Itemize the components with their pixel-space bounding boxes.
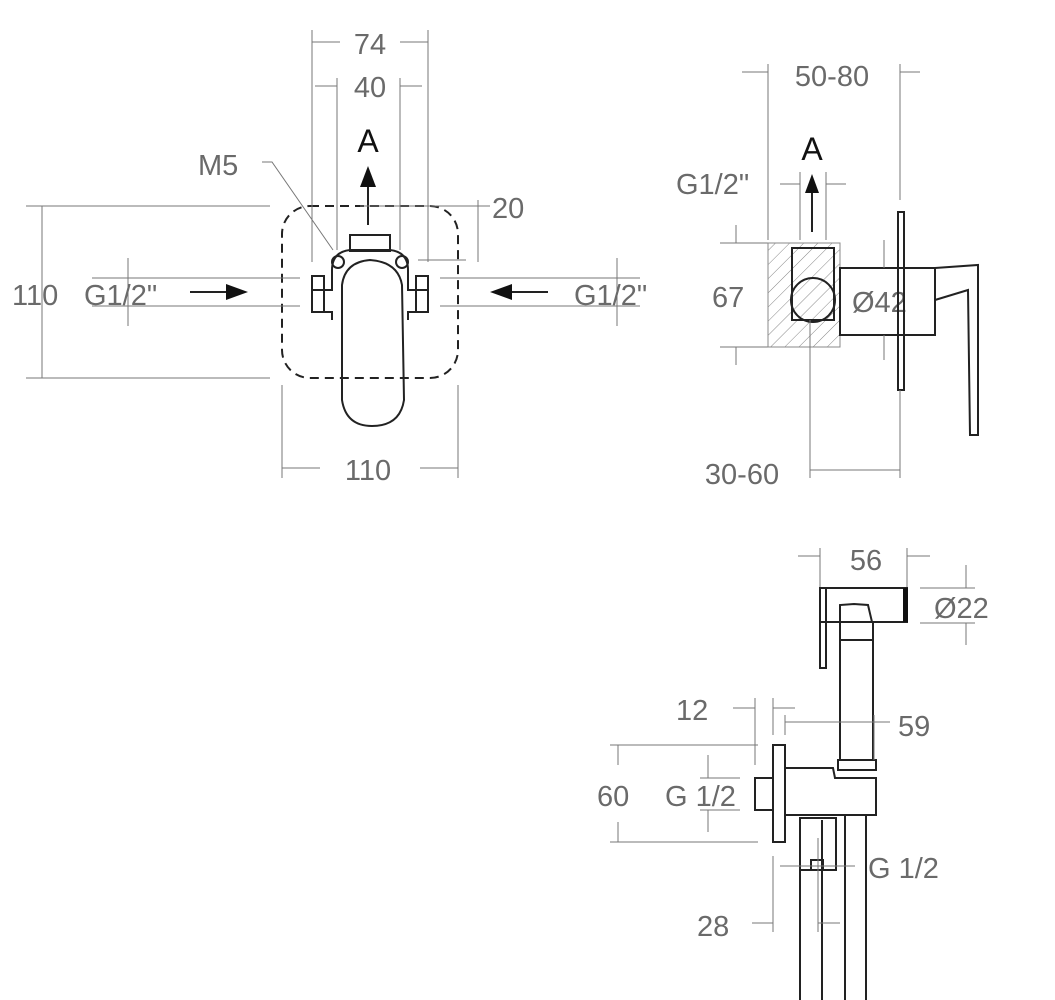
dimension-label: 30-60 xyxy=(705,459,779,491)
outlet-thread: G1/2" xyxy=(676,169,846,240)
screw-label: M5 xyxy=(198,150,238,182)
front-view: 74 40 A M5 20 110 xyxy=(12,29,647,487)
dimension-label: 59 xyxy=(898,711,930,743)
dimension-label: Ø22 xyxy=(934,593,989,625)
dimension-20: 20 xyxy=(360,193,524,262)
dimension-67: 67 xyxy=(712,225,768,365)
outlet-arrow-icon xyxy=(805,174,819,232)
dimension-110-vertical: 110 xyxy=(12,205,270,379)
dimension-label: 12 xyxy=(676,695,708,727)
dimension-label: 60 xyxy=(597,781,629,813)
diameter-22: Ø22 xyxy=(920,565,989,645)
arrow-left-icon xyxy=(490,284,512,300)
dimension-label: 50-80 xyxy=(795,61,869,93)
outlet-label: A xyxy=(357,123,379,159)
dimension-60: 60 xyxy=(597,744,758,843)
dimension-label: 56 xyxy=(850,545,882,577)
thread-label: G 1/2 xyxy=(665,781,736,813)
dimension-label: 40 xyxy=(354,72,386,104)
outlet-label: A xyxy=(801,131,823,167)
inlet-thread: G 1/2 xyxy=(665,755,740,832)
dimension-59: 59 xyxy=(784,711,930,760)
dimension-28: 28 xyxy=(697,838,840,943)
dimension-label: 110 xyxy=(345,455,391,487)
side-view: 50-80 A G1/2" 67 Ø42 xyxy=(676,61,979,491)
dimension-74: 74 xyxy=(311,29,429,262)
arrow-right-icon xyxy=(226,284,248,300)
dimension-label: 110 xyxy=(12,280,58,312)
valve-body xyxy=(311,234,429,428)
thread-label: G 1/2 xyxy=(868,853,939,885)
dimension-label: 67 xyxy=(712,282,744,314)
thread-label: G1/2" xyxy=(84,280,157,312)
thread-label: G1/2" xyxy=(676,169,749,201)
dimension-label: 20 xyxy=(492,193,524,225)
dimension-50-80: 50-80 xyxy=(742,61,920,240)
hose-thread: G 1/2 xyxy=(780,853,939,885)
dimension-label: 28 xyxy=(697,911,729,943)
dimension-56: 56 xyxy=(798,545,930,590)
dimension-110-horizontal: 110 xyxy=(281,385,459,487)
thread-label: G1/2" xyxy=(574,280,647,312)
dimension-30-60: 30-60 xyxy=(705,320,901,491)
side-handle xyxy=(934,263,979,436)
wall-box-outline xyxy=(281,205,459,379)
dimension-label: 74 xyxy=(354,29,386,61)
inlet-left: G1/2" xyxy=(84,258,300,326)
outlet-arrow-icon xyxy=(360,166,376,225)
wall-section xyxy=(767,242,841,348)
dimension-40: 40 xyxy=(315,72,422,250)
handle xyxy=(341,258,406,428)
bidet-view: 56 Ø22 12 59 xyxy=(597,545,989,1000)
dimension-12: 12 xyxy=(676,695,795,765)
inlet-right: G1/2" xyxy=(440,258,647,326)
